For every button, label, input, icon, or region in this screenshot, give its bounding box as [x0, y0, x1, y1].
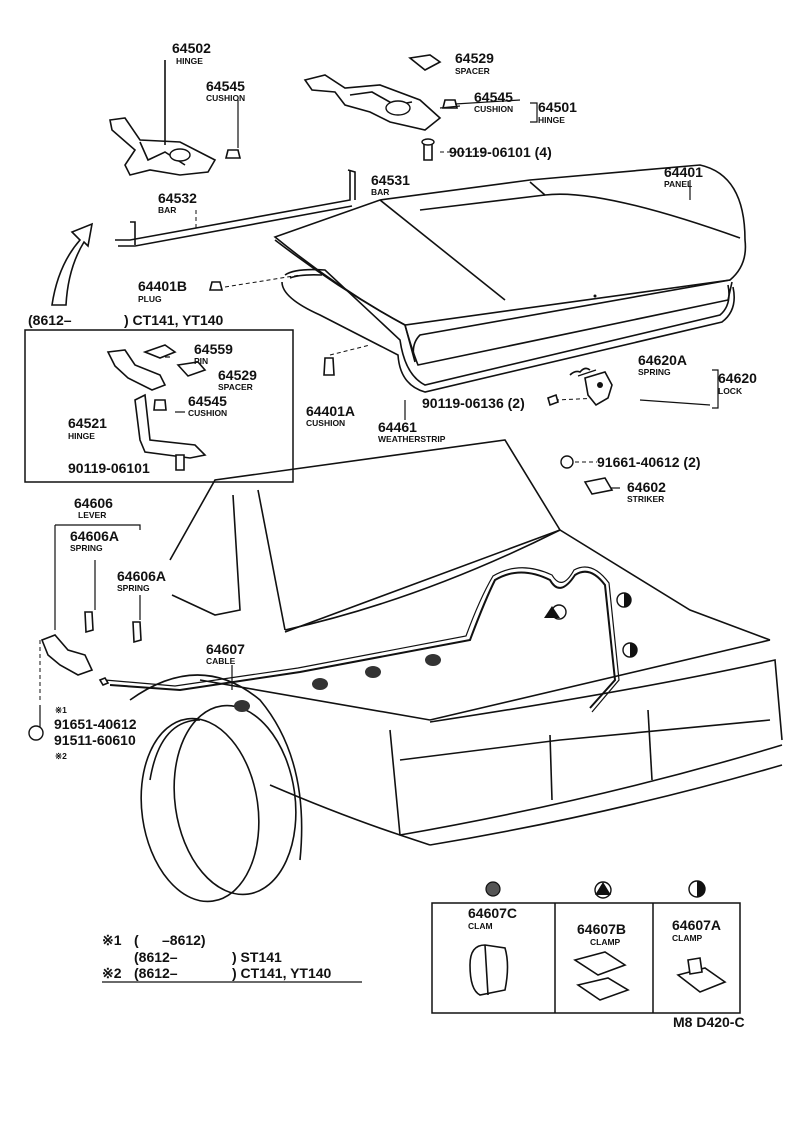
label-64532-num: 64532	[158, 190, 197, 206]
diagram-code: M8 D420-C	[673, 1014, 745, 1030]
label-64606a2-name: SPRING	[117, 583, 150, 593]
trunk-lid-panel-64401	[273, 164, 747, 366]
label-64521-name: HINGE	[68, 431, 95, 441]
label-64461-name: WEATHERSTRIP	[378, 434, 446, 444]
clamp-a-num: 64607A	[672, 917, 721, 933]
label-64607-num: 64607	[206, 641, 245, 657]
label-91511: 91511-60610	[54, 732, 136, 748]
footnotes: ※1 ( –8612) (8612– ) ST141 ※2 (8612– ) C…	[102, 932, 332, 981]
label-mark2: ※2	[55, 751, 67, 761]
footnote-3-mark: ※2	[102, 965, 122, 981]
label-64401-name: PANEL	[664, 179, 692, 189]
spacer-64529	[408, 54, 442, 71]
label-64529a-name: SPACER	[455, 66, 490, 76]
part-labels: 64502 HINGE 64545 CUSHION 64529 SPACER 6…	[28, 40, 757, 761]
label-64502-name: HINGE	[176, 56, 203, 66]
label-64559-name: PIN	[194, 356, 208, 366]
label-64545c-name: CUSHION	[188, 408, 227, 418]
clamp-labels: 64607C CLAM 64607B CLAMP 64607A CLAMP	[468, 905, 721, 947]
lever-64606	[28, 611, 142, 741]
label-64602-name: STRIKER	[627, 494, 664, 504]
label-64401a-name: CUSHION	[306, 418, 345, 428]
label-64401-num: 64401	[664, 164, 703, 180]
release-cable	[104, 566, 638, 713]
cushion-icons	[208, 99, 459, 376]
lock-64620	[569, 367, 613, 407]
label-64401a-num: 64401A	[306, 403, 355, 419]
label-64531-num: 64531	[371, 172, 410, 188]
bolt-icons	[421, 138, 435, 161]
clamp-b-num: 64607B	[577, 921, 626, 937]
label-64606a1-name: SPRING	[70, 543, 103, 553]
clamp-b-name: CLAMP	[590, 937, 621, 947]
footnote-2-models: ) ST141	[232, 949, 282, 965]
label-64545a-name: CUSHION	[206, 93, 245, 103]
label-64602-num: 64602	[627, 479, 666, 495]
label-64620-name: LOCK	[718, 386, 743, 396]
clamp-c-num: 64607C	[468, 905, 517, 921]
label-64401b-num: 64401B	[138, 278, 187, 294]
label-64545b-num: 64545	[474, 89, 513, 105]
footnote-1-range: ( –8612)	[134, 932, 206, 948]
label-64502-num: 64502	[172, 40, 211, 56]
label-mark1: ※1	[55, 705, 67, 715]
striker-64602	[547, 393, 614, 495]
clamp-c-name: CLAM	[468, 921, 493, 931]
label-64607-name: CABLE	[206, 656, 236, 666]
label-64529b-name: SPACER	[218, 382, 253, 392]
label-91651: 91651-40612	[54, 716, 137, 732]
hinge-64502	[109, 60, 217, 176]
label-90119a: 90119-06101 (4)	[449, 144, 552, 160]
label-64620-num: 64620	[718, 370, 757, 386]
label-64531-name: BAR	[371, 187, 389, 197]
inset-caption-close: ) CT141, YT140	[124, 312, 224, 328]
footnote-1-mark: ※1	[102, 932, 122, 948]
label-64461-num: 64461	[378, 419, 417, 435]
inset-detail-box	[24, 329, 294, 483]
label-64532-name: BAR	[158, 205, 176, 215]
label-64501-num: 64501	[538, 99, 577, 115]
clamp-a-name: CLAMP	[672, 933, 703, 943]
footnote-3-models: ) CT141, YT140	[232, 965, 332, 981]
label-64529a-num: 64529	[455, 50, 494, 66]
footnote-2-range: (8612–	[134, 949, 178, 965]
car-body	[129, 439, 783, 903]
torsion-bars	[115, 169, 356, 247]
label-64501-name: HINGE	[538, 115, 565, 125]
footnote-3-range: (8612–	[134, 965, 178, 981]
label-90119c: 90119-06136 (2)	[422, 395, 525, 411]
inset-caption-open: (8612–	[28, 312, 72, 328]
clamp-detail-boxes	[431, 880, 741, 1014]
label-64620a-name: SPRING	[638, 367, 671, 377]
label-64606a2-num: 64606A	[117, 568, 166, 584]
label-64401b-name: PLUG	[138, 294, 162, 304]
direction-arrow	[51, 222, 94, 306]
label-90119b: 90119-06101	[68, 460, 150, 476]
label-64529b-num: 64529	[218, 367, 257, 383]
label-64559-num: 64559	[194, 341, 233, 357]
label-64545a-num: 64545	[206, 78, 245, 94]
label-64620a-num: 64620A	[638, 352, 687, 368]
hinge-64501	[303, 74, 442, 131]
label-64545c-num: 64545	[188, 393, 227, 409]
label-64606-num: 64606	[74, 495, 113, 511]
label-91661: 91661-40612 (2)	[597, 454, 701, 470]
label-64545b-name: CUSHION	[474, 104, 513, 114]
label-64521-num: 64521	[68, 415, 107, 431]
label-64606a1-num: 64606A	[70, 528, 119, 544]
weatherstrip-64461	[281, 268, 735, 393]
label-64606-name: LEVER	[78, 510, 106, 520]
